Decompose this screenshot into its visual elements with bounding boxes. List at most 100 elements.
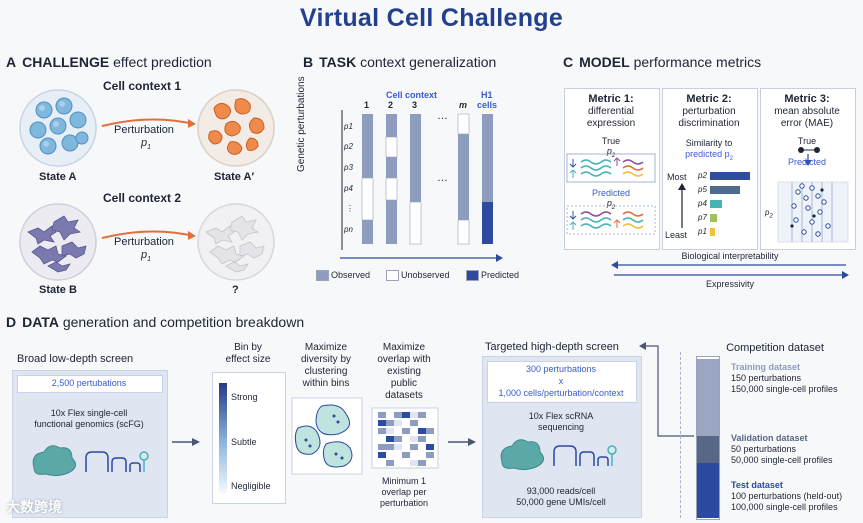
- cell-context-header: Cell context: [386, 90, 438, 100]
- y-axis-label: Genetic perturbations: [296, 76, 307, 172]
- test-profiles: 100,000 single-cell profiles: [731, 502, 838, 512]
- overlap-title-2: overlap with: [377, 354, 431, 365]
- legend-swatch-unobserved: [386, 270, 399, 281]
- metric-2-rank-arrow-icon: [678, 183, 686, 228]
- metric-1-sub1: differential: [588, 106, 634, 117]
- targeted-tech-2: sequencing: [537, 422, 585, 432]
- state-a-prime-label: State A′: [214, 171, 255, 183]
- metric-3-true: True: [797, 136, 817, 146]
- metric-2-sub1: perturbation: [682, 106, 736, 117]
- panel-c-heading: C MODEL performance metrics: [563, 54, 761, 70]
- competition-title: Competition dataset: [726, 342, 824, 354]
- metric-2-bar-label-2: p5: [698, 185, 707, 194]
- unknown-state-label: ?: [232, 284, 239, 296]
- overlap-min-3: perturbation: [379, 498, 429, 508]
- col-label-1: 1: [364, 100, 370, 110]
- metric-3-down-arrow-icon: [804, 154, 812, 166]
- broad-tech-2: functional genomics (scFG): [34, 419, 144, 429]
- h1-label: H1: [481, 90, 493, 100]
- metric-3-true-dots: [798, 147, 820, 153]
- targeted-line-3: 1,000 cells/perturbation/context: [498, 388, 624, 398]
- panel-a-letter: A: [6, 54, 17, 70]
- targeted-umis: 50,000 gene UMIs/cell: [516, 497, 606, 507]
- overlap-grid: [371, 407, 439, 469]
- targeted-line-1: 300 perturbations: [525, 364, 597, 374]
- targeted-reads: 93,000 reads/cell: [526, 486, 596, 496]
- metric-2-bar-label-3: p4: [698, 199, 707, 208]
- metric-2-bar-label-4: p7: [698, 213, 707, 222]
- row-label-p4: p4: [344, 184, 353, 193]
- p1-label-1: p1: [141, 137, 152, 152]
- metric-2-box: [662, 88, 758, 250]
- targeted-to-competition-connector-icon: [639, 342, 694, 437]
- metric-2-bars: [710, 172, 750, 236]
- training-perturbations: 150 perturbations: [731, 373, 802, 383]
- metric-2-bar-label-5: p1: [698, 227, 707, 236]
- panel-c-letter: C: [563, 54, 574, 70]
- metric-1-sub2: expression: [586, 118, 636, 129]
- state-a-prime-dish: [197, 89, 275, 167]
- bin-title-2: effect size: [225, 354, 271, 365]
- validation-profiles: 50,000 single-cell profiles: [731, 455, 833, 465]
- targeted-cell-cluster-icon: [500, 439, 617, 471]
- overlap-title-5: datasets: [385, 390, 423, 401]
- metric-1-predicted: Predicted: [591, 188, 631, 198]
- arrow-overlap-to-targeted-icon: [448, 438, 476, 446]
- metric-1-p2-bottom: p2: [606, 198, 616, 211]
- bio-interpretability-arrow-icon: [611, 261, 846, 269]
- metric-3-sub2: error (MAE): [780, 118, 834, 129]
- cell-context-2-label: Cell context 2: [103, 191, 182, 205]
- h1-cells-label: cells: [477, 100, 498, 110]
- test-title: Test dataset: [731, 480, 783, 490]
- panel-d-subtitle: generation and competition breakdown: [62, 314, 305, 330]
- targeted-count-box: [487, 361, 637, 403]
- cell-cluster-icon: [32, 445, 149, 477]
- targeted-screen-title: Targeted high-depth screen: [485, 341, 619, 353]
- panel-b-keyword: TASK: [319, 54, 357, 70]
- legend-predicted: Predicted: [481, 270, 520, 280]
- panel-c-subtitle: performance metrics: [633, 54, 762, 70]
- validation-bar: [697, 436, 719, 463]
- panel-b-letter: B: [303, 54, 314, 70]
- diversity-title-2: diversity by: [300, 354, 351, 365]
- perturbation-label-2: Perturbation: [114, 236, 174, 248]
- panel-d-letter: D: [6, 314, 17, 330]
- test-perturbations: 100 perturbations (held-out): [731, 491, 843, 501]
- expressivity-arrow-icon: [614, 271, 849, 279]
- diversity-clusters: [291, 397, 363, 475]
- metric-1-true: True: [601, 136, 621, 146]
- competition-divider: [680, 352, 682, 518]
- validation-perturbations: 50 perturbations: [731, 444, 797, 454]
- targeted-line-2: x: [558, 376, 564, 386]
- metric-1-p2-top: p2: [606, 146, 616, 159]
- overlap-title-4: public: [390, 378, 418, 389]
- metric-1-true-waves: [566, 153, 656, 183]
- metric-3-title: Metric 3:: [784, 93, 830, 105]
- metric-1-predicted-waves: [566, 205, 656, 235]
- watermark: 大数跨境: [6, 499, 62, 515]
- training-profiles: 150,000 single-cell profiles: [731, 384, 838, 394]
- metric-2-most: Most: [667, 172, 687, 182]
- state-a-dish: [19, 89, 97, 167]
- training-bar: [697, 359, 719, 436]
- test-bar: [697, 463, 719, 518]
- panel-c-keyword: MODEL: [579, 54, 630, 70]
- bin-title-1: Bin by: [234, 342, 262, 353]
- expressivity-label: Expressivity: [705, 279, 754, 289]
- overlap-min-1: Minimum 1: [381, 476, 426, 486]
- diversity-title-4: within bins: [302, 378, 350, 389]
- broad-screen-box: [12, 370, 168, 518]
- metric-1-title: Metric 1:: [588, 93, 634, 105]
- metric-3-scatter: [777, 181, 849, 243]
- overlap-title-1: Maximize: [382, 342, 426, 353]
- matrix-ellipsis-2: …: [437, 110, 448, 122]
- training-title: Training dataset: [731, 362, 801, 372]
- diversity-title-1: Maximize: [304, 342, 348, 353]
- broad-tech-1: 10x Flex single-cell: [50, 408, 128, 418]
- row-label-p3: p3: [344, 163, 353, 172]
- metric-2-title: Metric 2:: [686, 93, 732, 105]
- row-label-p2: p2: [344, 142, 353, 151]
- col-label-2: 2: [388, 100, 394, 110]
